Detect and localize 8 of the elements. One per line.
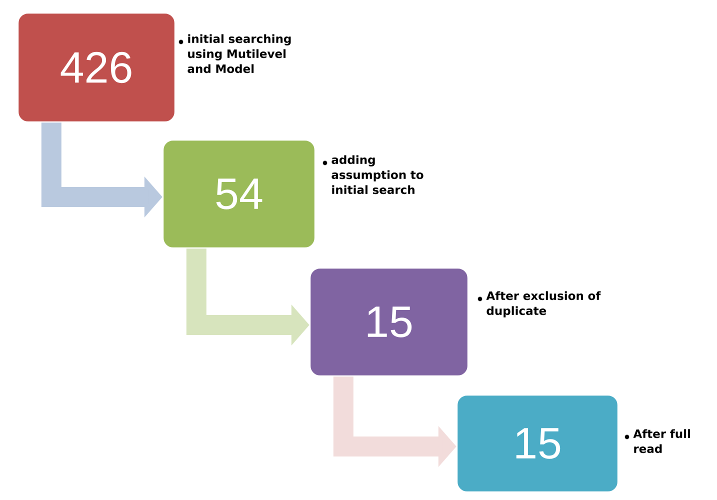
number-box: 15 [456,394,619,493]
number-box: 426 [17,12,176,123]
number-box: 54 [162,139,316,249]
step-note: After full read [633,429,690,454]
number-box: 15 [309,267,469,377]
step-note: adding assumption to initial search [332,155,424,194]
step-note: After exclusion of duplicate [486,291,601,318]
step-note: initial searching using Mutilevel and Model [188,34,291,74]
